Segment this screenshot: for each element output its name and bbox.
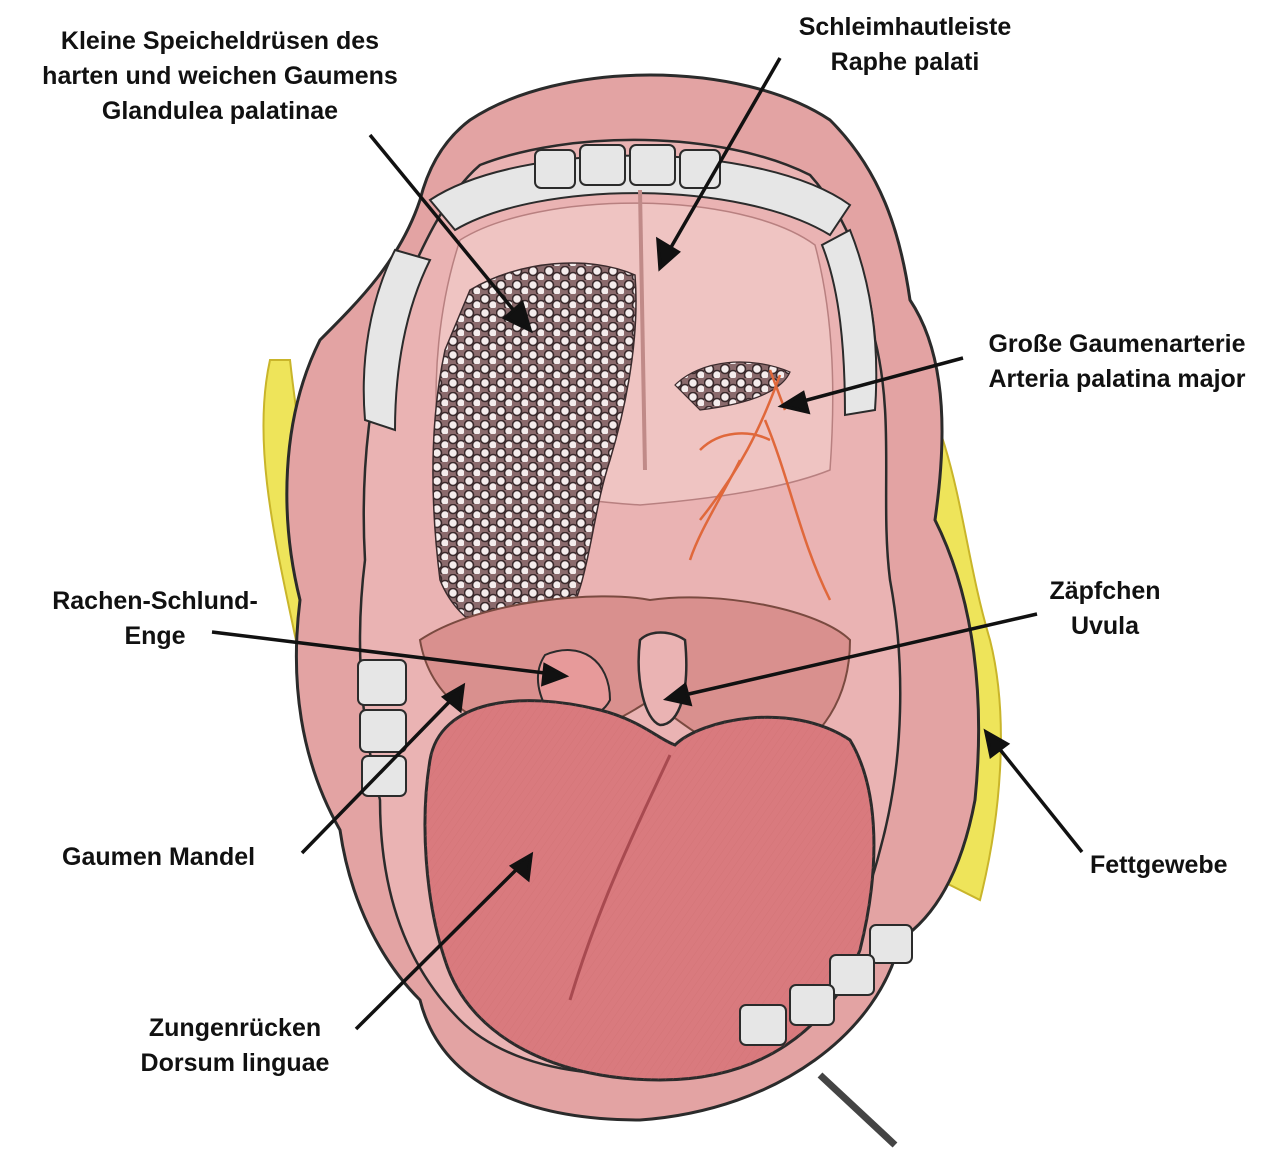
label-artery-line2: Arteria palatina major — [962, 362, 1272, 397]
label-raphe-line2: Raphe palati — [770, 45, 1040, 80]
label-tongue: Zungenrücken Dorsum linguae — [115, 1011, 355, 1081]
spatula-instrument — [820, 1075, 895, 1145]
label-fat-line1: Fettgewebe — [1090, 848, 1228, 883]
label-fat: Fettgewebe — [1090, 848, 1228, 883]
lower-teeth-left — [358, 660, 406, 796]
label-tongue-line1: Zungenrücken — [115, 1011, 355, 1046]
label-isthmus-line2: Enge — [25, 619, 285, 654]
label-glands-line2: harten und weichen Gaumens — [10, 59, 430, 94]
arrow-fat — [994, 742, 1082, 852]
label-glands-line3: Glandulea palatinae — [10, 94, 430, 129]
label-glands-line1: Kleine Speicheldrüsen des — [10, 24, 430, 59]
label-uvula: Zäpfchen Uvula — [1025, 574, 1185, 644]
label-raphe: Schleimhautleiste Raphe palati — [770, 10, 1040, 80]
label-uvula-line1: Zäpfchen — [1025, 574, 1185, 609]
label-isthmus-line1: Rachen-Schlund- — [25, 584, 285, 619]
label-tongue-line2: Dorsum linguae — [115, 1046, 355, 1081]
label-artery-line1: Große Gaumenarterie — [962, 327, 1272, 362]
label-isthmus: Rachen-Schlund- Enge — [25, 584, 285, 654]
label-raphe-line1: Schleimhautleiste — [770, 10, 1040, 45]
label-artery: Große Gaumenarterie Arteria palatina maj… — [962, 327, 1272, 397]
label-tonsil: Gaumen Mandel — [62, 840, 255, 875]
label-uvula-line2: Uvula — [1025, 609, 1185, 644]
label-glands: Kleine Speicheldrüsen des harten und wei… — [10, 24, 430, 129]
label-tonsil-line1: Gaumen Mandel — [62, 840, 255, 875]
